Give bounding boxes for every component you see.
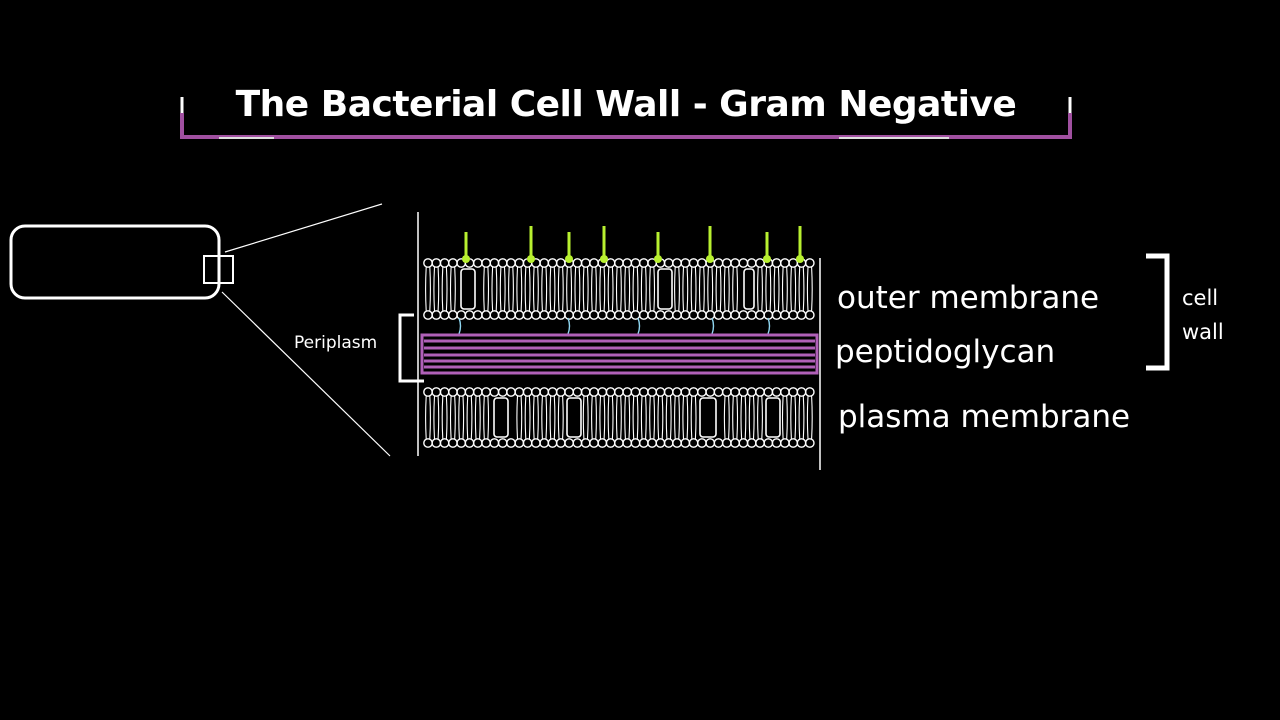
zoom-line-top: [224, 203, 383, 253]
cell-wall-bracket: [1146, 253, 1170, 371]
label-cell-wall-line2: wall: [1182, 320, 1224, 344]
label-cell-wall-line1: cell: [1182, 286, 1219, 310]
outer-membrane-bilayer: [423, 258, 815, 320]
label-periplasm: Periplasm: [294, 333, 378, 353]
cell-wall-diagram: [9, 203, 1170, 470]
label-outer-membrane: outer membrane: [837, 280, 1100, 316]
lipopolysaccharide-group: [462, 226, 804, 263]
bacterium-cell-outline: [9, 224, 221, 300]
plasma-membrane-bilayer: [423, 387, 815, 448]
label-cell-wall: cell wall: [1182, 281, 1224, 349]
zoom-line-bottom: [221, 291, 391, 457]
label-plasma-membrane: plasma membrane: [838, 399, 1131, 435]
page-title: The Bacterial Cell Wall - Gram Negative: [235, 84, 1017, 125]
peptidoglycan-layer: [420, 333, 819, 375]
lipoprotein-connectors: [458, 317, 771, 335]
title-underline-frame: [180, 97, 1072, 139]
periplasm-bracket: [398, 313, 424, 383]
label-peptidoglycan: peptidoglycan: [835, 334, 1056, 370]
zoom-box: [203, 255, 234, 284]
